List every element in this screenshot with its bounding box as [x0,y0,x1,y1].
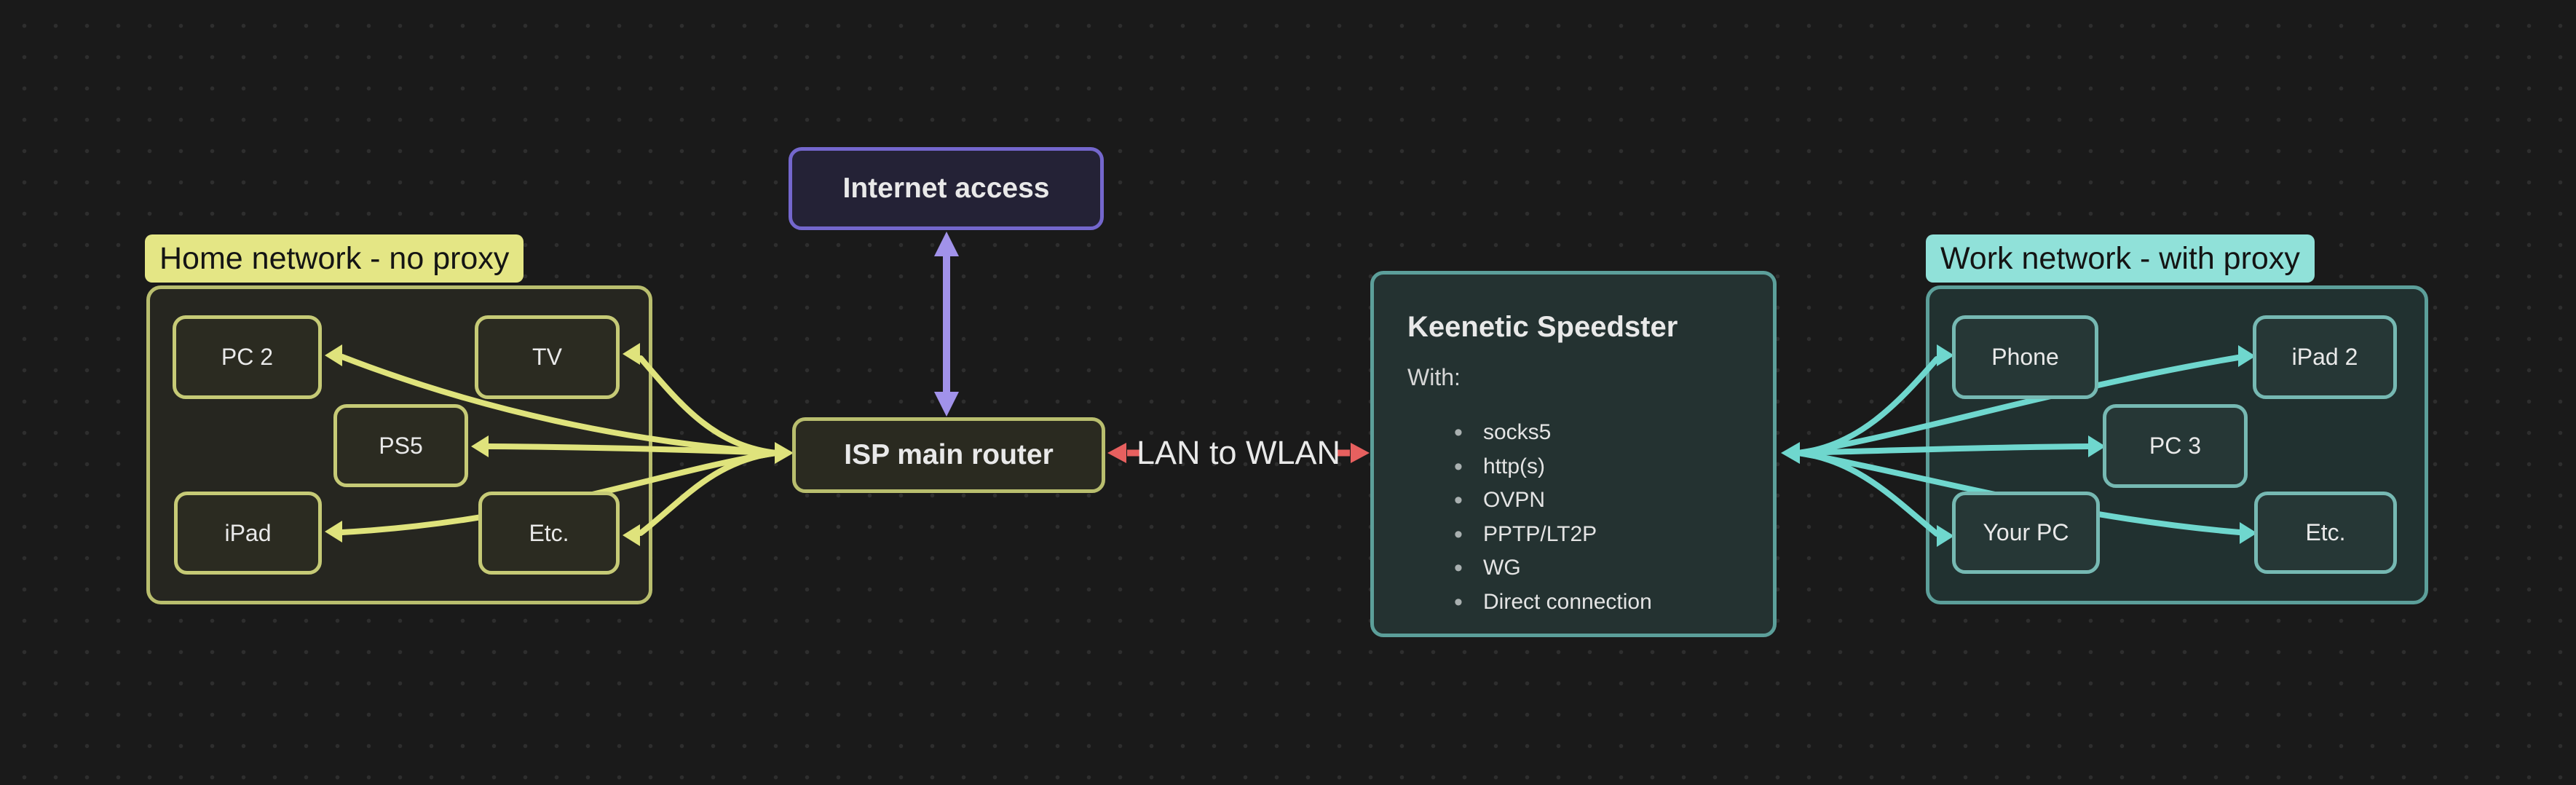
arrow-hub-to-pc2[interactable] [325,344,779,456]
arrow-hub-to-pc3[interactable] [1795,435,2106,457]
list-item-pptp: PPTP/LT2P [1454,518,1744,552]
keenetic-subtitle: With: [1407,364,1461,390]
keenetic-title: Keenetic Speedster [1407,311,1678,343]
home-network-label[interactable]: Home network - no proxy [145,234,524,283]
keenetic-protocol-list: socks5 http(s) OVPN PPTP/LT2P WG Direct … [1407,416,1744,619]
work-network-label[interactable]: Work network - with proxy [1926,234,2315,283]
node-ipad2[interactable]: iPad 2 [2253,315,2397,399]
node-keenetic-speedster[interactable]: Keenetic Speedster With: socks5 http(s) … [1370,271,1777,637]
node-ipad[interactable]: iPad [174,492,322,575]
node-your-pc[interactable]: Your PC [1952,492,2100,574]
node-tv[interactable]: TV [475,315,620,399]
arrow-lan-left[interactable] [1107,443,1140,463]
list-item-socks5: socks5 [1454,416,1744,450]
node-isp-main-router[interactable]: ISP main router [792,417,1105,493]
arrow-hub-to-keenetic[interactable] [1781,442,1800,464]
arrow-wlan-right[interactable] [1335,443,1370,463]
node-ps5[interactable]: PS5 [333,404,468,487]
list-item-direct: Direct connection [1454,585,1744,620]
node-phone[interactable]: Phone [1952,315,2098,399]
arrow-internet-to-isp[interactable] [934,232,959,417]
list-item-https: http(s) [1454,450,1744,484]
list-item-ovpn: OVPN [1454,484,1744,518]
node-pc3[interactable]: PC 3 [2103,404,2248,488]
arrow-hub-to-isp-router[interactable] [775,442,794,464]
arrow-hub-to-ipad2[interactable] [1795,345,2256,456]
node-etc-home[interactable]: Etc. [478,492,620,575]
node-pc2[interactable]: PC 2 [173,315,322,399]
node-internet-access[interactable]: Internet access [789,147,1104,230]
list-item-wg: WG [1454,551,1744,585]
node-etc-work[interactable]: Etc. [2254,492,2397,574]
lan-to-wlan-label: LAN to WLAN [1136,434,1341,471]
